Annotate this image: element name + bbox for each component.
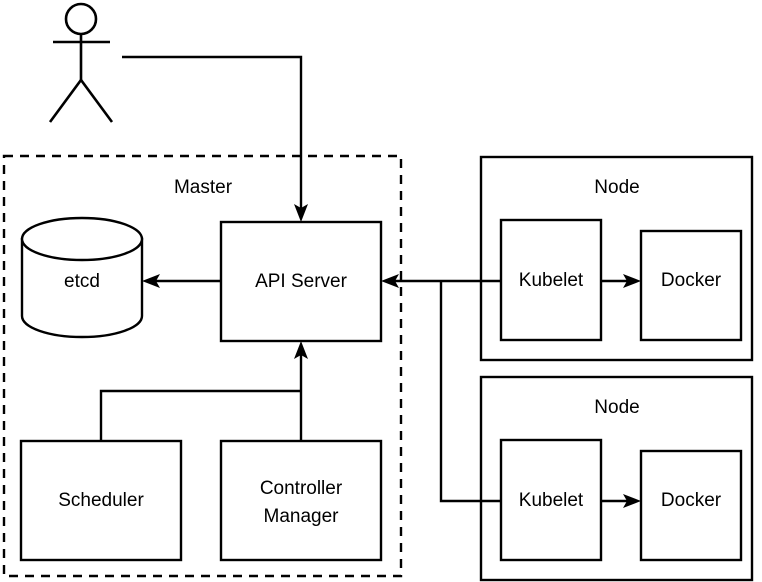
node-etcd[interactable]: etcd bbox=[20, 216, 144, 339]
edge-kubelet-2-to-api-server-line bbox=[439, 281, 501, 503]
edge-kubelet-1-to-docker-1 bbox=[601, 274, 641, 288]
node-docker-1[interactable]: Docker bbox=[639, 229, 743, 342]
docker-1-box bbox=[639, 229, 743, 342]
edge-kubelet-2-to-docker-2-arrowhead bbox=[623, 494, 641, 508]
etcd-cylinder-top bbox=[20, 216, 144, 262]
kubelet-2-box bbox=[499, 438, 603, 562]
scheduler-label: Scheduler bbox=[58, 490, 144, 511]
node-controller-manager[interactable]: Controller Manager bbox=[219, 439, 383, 562]
docker-2-box bbox=[639, 449, 743, 562]
master-label: Master bbox=[174, 177, 233, 198]
group-master[interactable]: Master bbox=[2, 154, 403, 578]
kubelet-1-box bbox=[499, 218, 603, 342]
master-dashed-border bbox=[2, 154, 403, 578]
edge-kubelet-2-to-docker-2 bbox=[601, 494, 641, 508]
node-1-label: Node bbox=[594, 177, 639, 198]
kubelet-1-label: Kubelet bbox=[519, 270, 584, 291]
edge-scheduler-to-api-server bbox=[99, 389, 301, 440]
controller-manager-box bbox=[219, 439, 383, 562]
edge-actor-to-api-server-arrowhead bbox=[294, 204, 308, 222]
docker-1-label: Docker bbox=[661, 270, 722, 291]
edge-actor-to-api-server bbox=[122, 55, 308, 222]
edge-kubelet-1-to-docker-1-arrowhead bbox=[623, 274, 641, 288]
edge-api-server-to-etcd-arrowhead bbox=[142, 274, 160, 288]
node-kubelet-1[interactable]: Kubelet bbox=[499, 218, 603, 342]
edge-kubelet-2-to-api-server bbox=[439, 281, 501, 503]
edge-actor-to-api-server-line bbox=[122, 55, 303, 213]
docker-2-label: Docker bbox=[661, 490, 722, 511]
node-docker-2[interactable]: Docker bbox=[639, 449, 743, 562]
edge-scheduler-to-api-server-line bbox=[99, 389, 301, 440]
edge-controller-manager-to-api-server-arrowhead bbox=[294, 341, 308, 359]
scheduler-box bbox=[19, 439, 183, 562]
etcd-cylinder-body bbox=[20, 237, 144, 339]
actor-legs-icon bbox=[48, 77, 114, 123]
edge-api-server-to-etcd bbox=[142, 274, 220, 288]
etcd-label: etcd bbox=[64, 271, 100, 292]
node-2-label: Node bbox=[594, 397, 639, 418]
edge-controller-manager-to-api-server bbox=[294, 341, 308, 440]
controller-manager-label-line1: Controller bbox=[260, 478, 343, 499]
node-api-server[interactable]: API Server bbox=[219, 220, 383, 343]
kubelet-2-label: Kubelet bbox=[519, 490, 584, 511]
node-scheduler[interactable]: Scheduler bbox=[19, 439, 183, 562]
actor-head-icon bbox=[64, 2, 98, 36]
node-kubelet-2[interactable]: Kubelet bbox=[499, 438, 603, 562]
user-actor[interactable] bbox=[48, 2, 114, 123]
controller-manager-label-line2: Manager bbox=[264, 506, 340, 527]
api-server-box bbox=[219, 220, 383, 343]
edge-nodes-to-api-server-arrow bbox=[381, 274, 441, 288]
api-server-label: API Server bbox=[255, 271, 348, 292]
edge-nodes-to-api-server-arrowhead bbox=[381, 274, 399, 288]
